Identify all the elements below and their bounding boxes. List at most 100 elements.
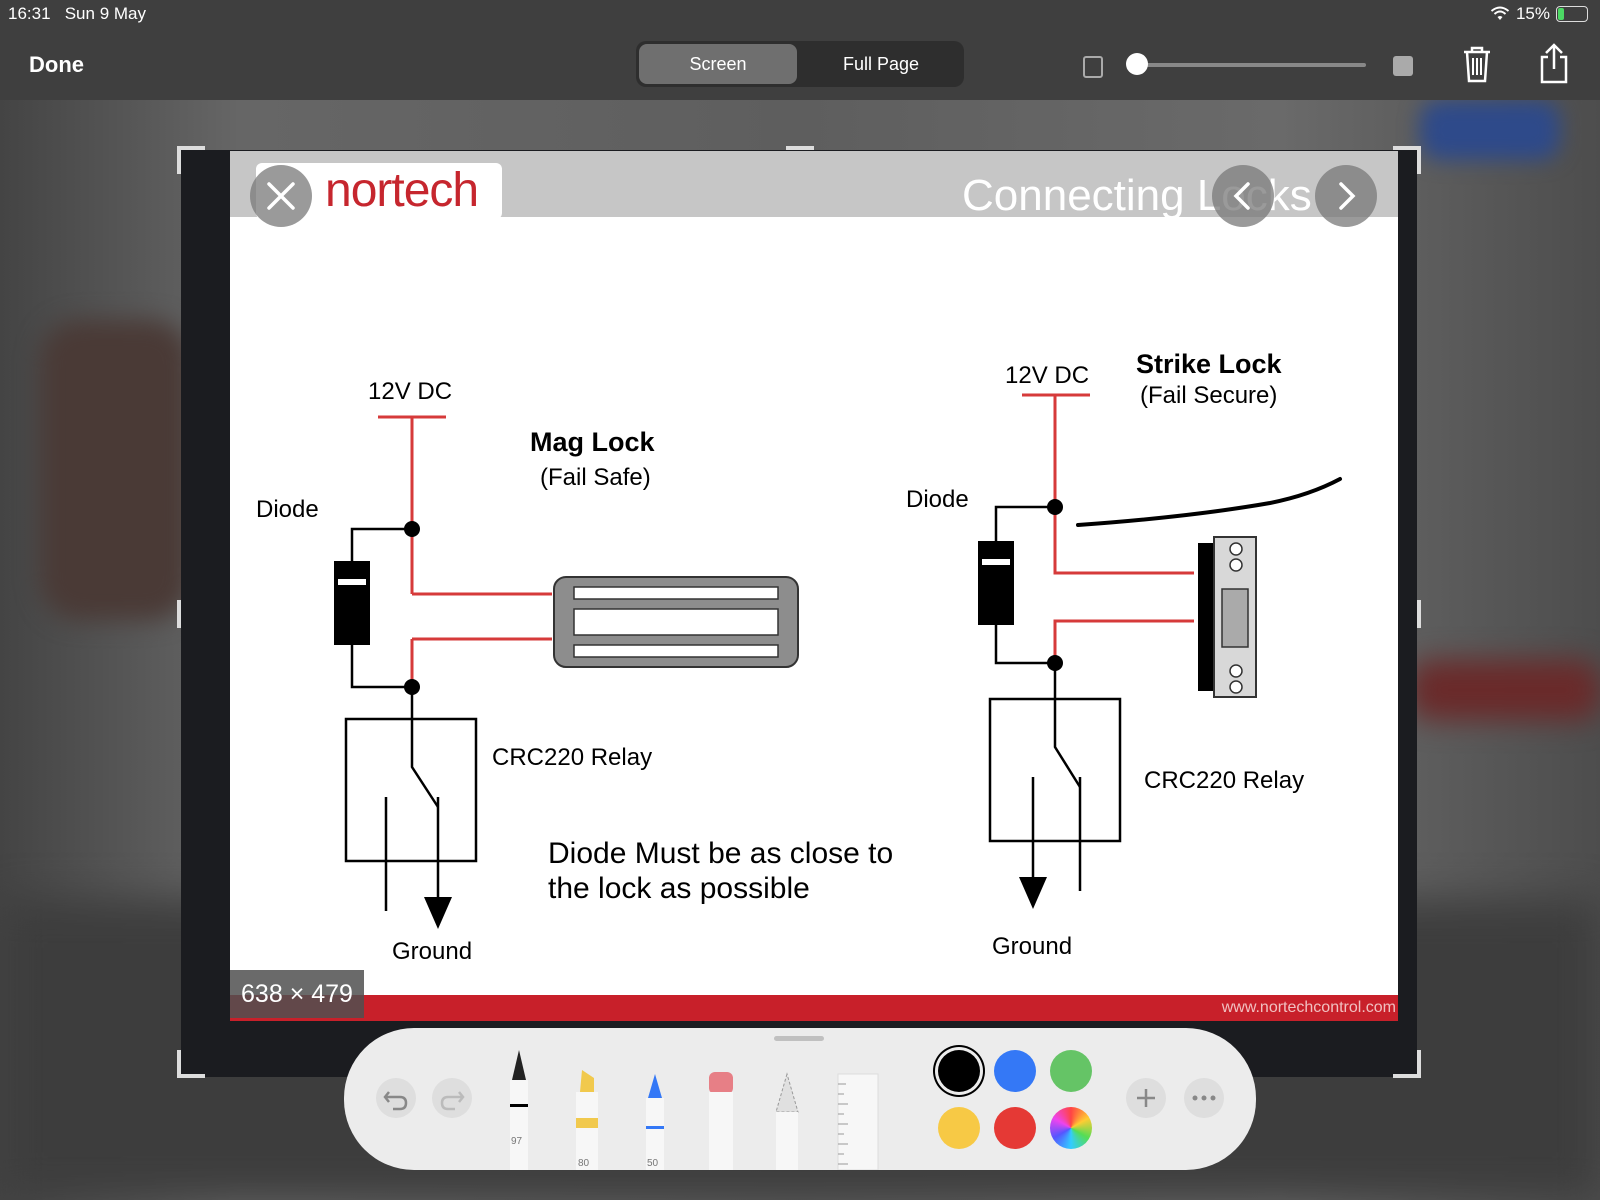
close-button[interactable] bbox=[250, 165, 312, 227]
undo-button[interactable] bbox=[376, 1078, 416, 1118]
crop-handle-top-right[interactable] bbox=[1417, 146, 1421, 174]
right-wire bbox=[1053, 507, 1194, 575]
slide-footer bbox=[230, 995, 1398, 1021]
status-bar: 16:31 Sun 9 May 15% bbox=[0, 0, 1600, 28]
mag-lock-plate bbox=[573, 644, 779, 658]
color-green-swatch[interactable] bbox=[1050, 1050, 1092, 1092]
redo-button[interactable] bbox=[432, 1078, 472, 1118]
marker-size-label: 80 bbox=[578, 1158, 590, 1169]
left-relay-switch bbox=[410, 719, 440, 808]
done-button[interactable]: Done bbox=[29, 52, 84, 77]
redo-icon bbox=[440, 1091, 465, 1111]
segment-full-page[interactable]: Full Page bbox=[842, 54, 920, 74]
trash-icon[interactable] bbox=[1460, 44, 1494, 84]
ruler-tool-icon[interactable] bbox=[836, 1072, 880, 1170]
right-diode bbox=[978, 541, 1014, 625]
crop-handle-bottom-left[interactable] bbox=[177, 1050, 181, 1078]
chevron-right-icon bbox=[1339, 182, 1356, 210]
crop-handle-top-left[interactable] bbox=[177, 146, 181, 174]
chevron-left-icon bbox=[1233, 182, 1250, 210]
strike-lock-body bbox=[1198, 543, 1216, 691]
opacity-min-icon bbox=[1083, 56, 1103, 78]
left-ground-label: Ground bbox=[392, 938, 472, 965]
right-relay-switch bbox=[1053, 699, 1082, 788]
color-black-swatch[interactable] bbox=[938, 1050, 980, 1092]
nortech-logo: nortech bbox=[325, 164, 479, 217]
battery-percent: 15% bbox=[1515, 4, 1550, 23]
undo-icon bbox=[383, 1091, 408, 1111]
strike-lock-screw bbox=[1229, 558, 1243, 572]
note-line-2: the lock as possible bbox=[548, 872, 810, 905]
left-diode-wire bbox=[350, 645, 412, 689]
right-supply-label: 12V DC bbox=[1005, 362, 1089, 389]
marker-tool-icon[interactable] bbox=[572, 1068, 602, 1170]
lasso-tool-icon[interactable] bbox=[772, 1072, 802, 1170]
left-ground-arrow bbox=[424, 897, 452, 929]
color-blue-swatch[interactable] bbox=[994, 1050, 1036, 1092]
left-lock-mode: (Fail Safe) bbox=[540, 464, 651, 491]
more-icon bbox=[1192, 1095, 1216, 1101]
status-time: 16:31 bbox=[8, 4, 51, 23]
right-diode-label: Diode bbox=[906, 486, 969, 513]
left-diode-band bbox=[338, 579, 366, 585]
status-date: Sun 9 May bbox=[64, 4, 146, 23]
right-diode-wire bbox=[994, 625, 1055, 665]
opacity-slider-handle[interactable] bbox=[1126, 53, 1148, 75]
more-button[interactable] bbox=[1184, 1078, 1224, 1118]
left-lock-name: Mag Lock bbox=[530, 427, 656, 457]
pencil-tool-icon[interactable] bbox=[640, 1072, 670, 1170]
previous-button[interactable] bbox=[1212, 165, 1274, 227]
crop-handle-bottom-right[interactable] bbox=[1417, 1050, 1421, 1078]
image-dimensions-badge: 638 × 479 bbox=[230, 970, 364, 1018]
mag-lock-plate bbox=[573, 608, 779, 636]
left-relay-label: CRC220 Relay bbox=[492, 744, 652, 771]
segment-screen[interactable]: Screen bbox=[639, 44, 797, 84]
left-junction bbox=[404, 521, 420, 537]
left-supply-label: 12V DC bbox=[368, 378, 452, 405]
plus-icon bbox=[1137, 1089, 1155, 1107]
crop-handle-top-right[interactable] bbox=[1393, 146, 1421, 150]
pencil-size-label: 50 bbox=[647, 1158, 659, 1169]
battery-icon bbox=[1556, 6, 1588, 22]
background-blur-shape bbox=[1410, 660, 1600, 720]
toolbar-grabber[interactable] bbox=[774, 1036, 824, 1041]
markup-toolbar: 97 80 50 bbox=[344, 1028, 1256, 1170]
background-blur-shape bbox=[1420, 100, 1560, 160]
crop-handle-bottom-right[interactable] bbox=[1393, 1074, 1421, 1078]
crop-handle-left-mid[interactable] bbox=[177, 600, 181, 628]
color-red-swatch[interactable] bbox=[994, 1107, 1036, 1149]
color-yellow-swatch[interactable] bbox=[938, 1107, 980, 1149]
opacity-slider-track[interactable] bbox=[1134, 63, 1366, 67]
crop-handle-top-mid[interactable] bbox=[786, 146, 814, 150]
mag-lock-plate bbox=[573, 586, 779, 600]
strike-lock-screw bbox=[1229, 542, 1243, 556]
share-icon[interactable] bbox=[1537, 42, 1571, 84]
footer-url: www.nortechcontrol.com bbox=[1221, 999, 1396, 1016]
crop-handle-bottom-left[interactable] bbox=[177, 1074, 205, 1078]
right-ground-label: Ground bbox=[992, 933, 1072, 960]
add-button[interactable] bbox=[1126, 1078, 1166, 1118]
crop-handle-top-left[interactable] bbox=[177, 146, 205, 150]
wifi-icon bbox=[1490, 6, 1510, 20]
left-diode-wire bbox=[350, 527, 412, 561]
left-diode-label: Diode bbox=[256, 496, 319, 523]
eraser-tool-icon[interactable] bbox=[706, 1072, 736, 1170]
background-blur-shape bbox=[40, 320, 190, 620]
color-picker-icon[interactable] bbox=[1050, 1107, 1092, 1149]
right-ground-arrow bbox=[1019, 877, 1047, 909]
strike-lock-screw bbox=[1229, 664, 1243, 678]
right-junction bbox=[1047, 499, 1063, 515]
right-lock-mode: (Fail Secure) bbox=[1140, 382, 1277, 409]
capture-mode-segmented-control: Screen Full Page bbox=[636, 41, 964, 87]
crop-handle-right-mid[interactable] bbox=[1417, 600, 1421, 628]
next-button[interactable] bbox=[1315, 165, 1377, 227]
strike-lock-screw bbox=[1229, 680, 1243, 694]
close-icon bbox=[267, 182, 295, 210]
pen-tool-icon[interactable] bbox=[504, 1048, 534, 1170]
right-diode-band bbox=[982, 559, 1010, 565]
annotation-stroke bbox=[1076, 477, 1342, 527]
screenshot-image[interactable]: nortech Connecting Locks 12V DC Diode CR… bbox=[230, 151, 1398, 1021]
left-diode bbox=[334, 561, 370, 645]
pen-size-label: 97 bbox=[511, 1136, 523, 1147]
right-lock-name: Strike Lock bbox=[1136, 349, 1283, 379]
